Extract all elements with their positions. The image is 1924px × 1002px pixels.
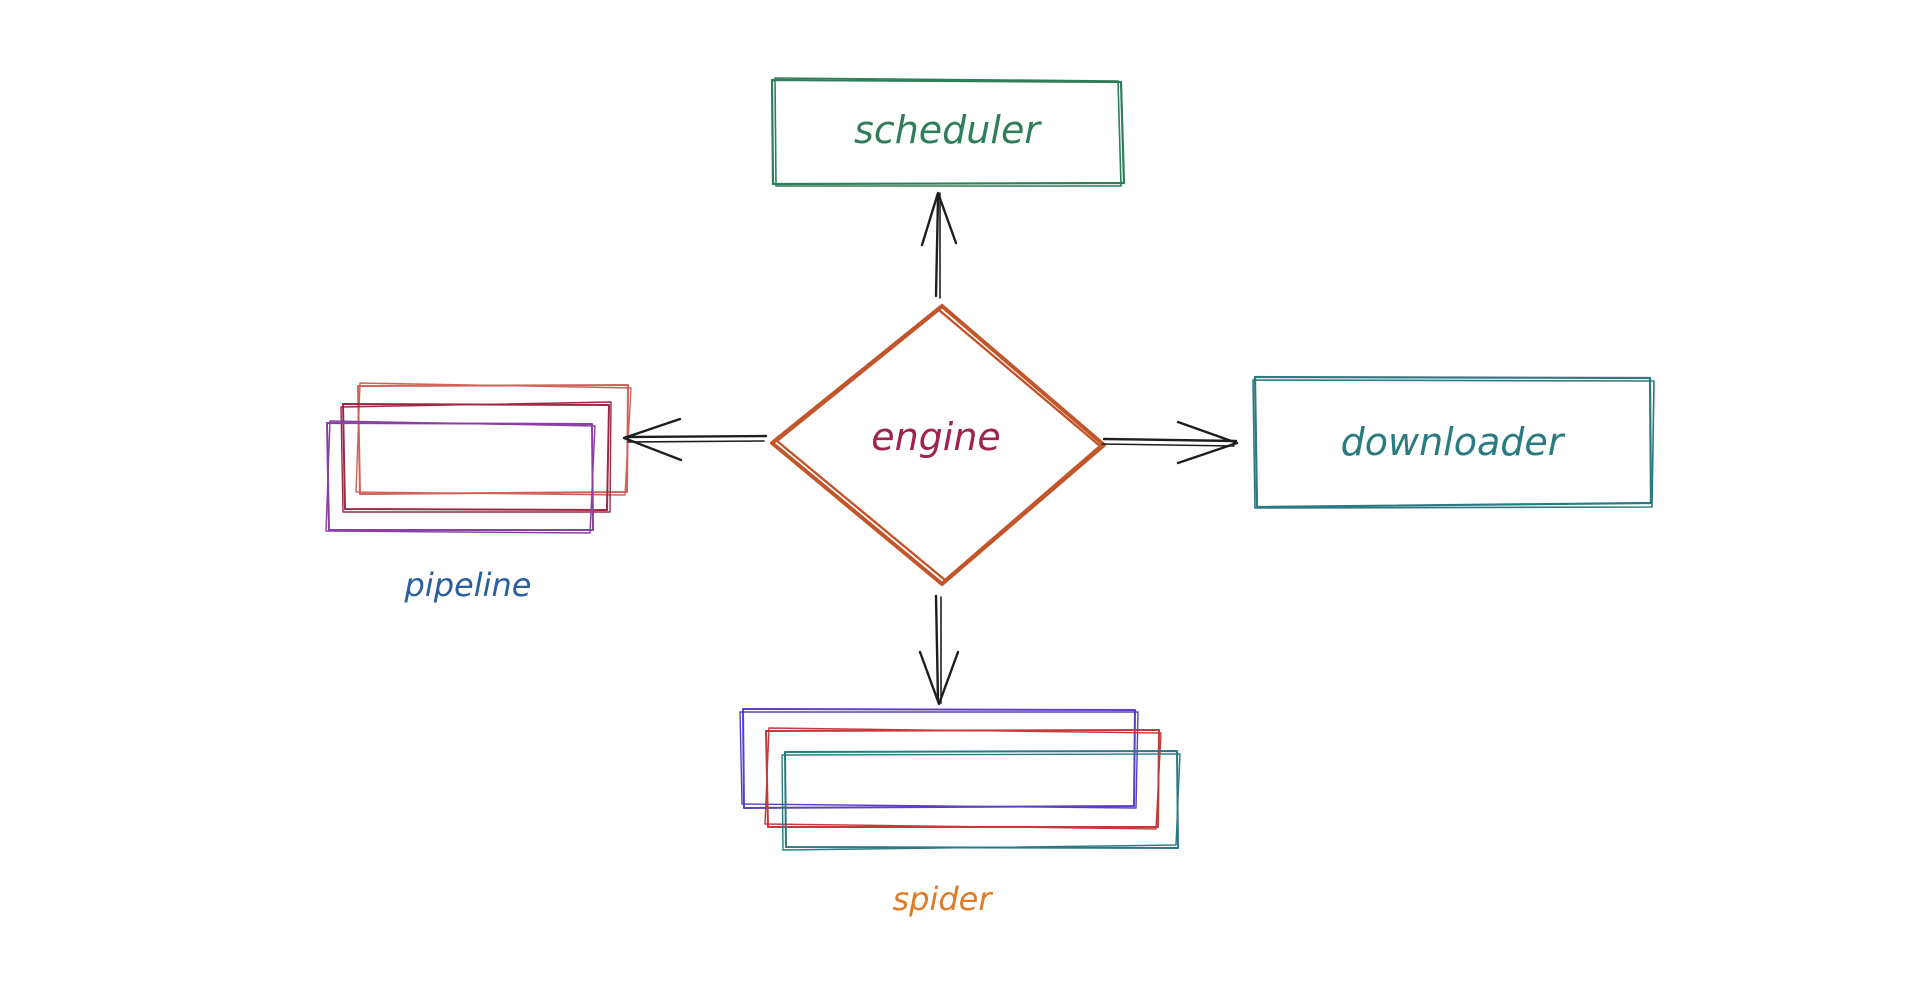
downloader-node[interactable]: downloader — [1252, 375, 1655, 509]
downloader-box — [1252, 375, 1655, 509]
scheduler-node[interactable]: scheduler — [770, 77, 1126, 187]
arrow-engine-to-downloader — [1101, 420, 1239, 465]
engine-diamond — [770, 304, 1106, 586]
pipeline-box-1 — [355, 382, 632, 496]
downloader-label: downloader — [1341, 420, 1566, 464]
engine-node[interactable]: engine — [770, 304, 1106, 586]
pipeline-label: pipeline — [404, 566, 532, 604]
scheduler-label: scheduler — [854, 108, 1042, 152]
spider-box-1 — [739, 708, 1139, 809]
spider-box-2 — [764, 727, 1162, 830]
spider-label: spider — [892, 880, 993, 918]
engine-label: engine — [871, 415, 1001, 459]
scheduler-box — [770, 77, 1126, 187]
arrow-engine-to-pipeline — [622, 417, 768, 462]
pipeline-node[interactable]: pipeline — [325, 382, 632, 604]
arrow-engine-to-scheduler — [920, 191, 958, 299]
spider-node[interactable]: spider — [739, 708, 1181, 918]
pipeline-box-3 — [325, 420, 596, 534]
arrow-engine-to-spider — [918, 594, 960, 706]
pipeline-box-2 — [340, 401, 612, 513]
spider-box-3 — [781, 750, 1181, 851]
